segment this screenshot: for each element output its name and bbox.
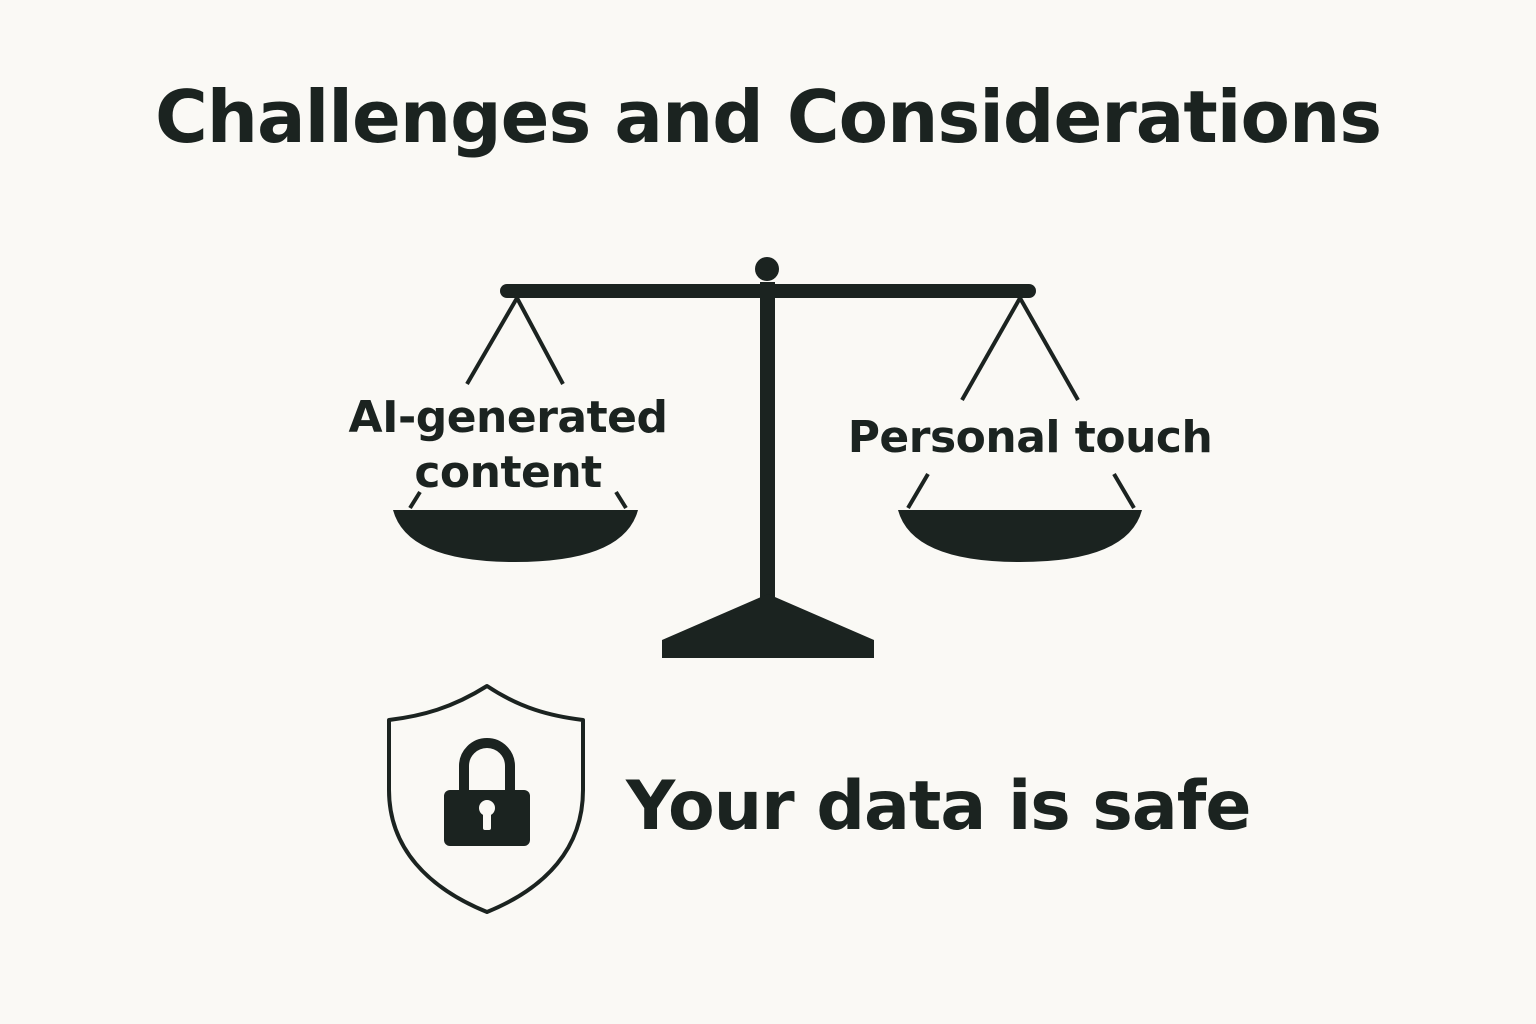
shield-icon: [387, 684, 585, 914]
security-text: Your data is safe: [626, 767, 1251, 846]
left-pan-label: AI-generated content: [348, 392, 668, 498]
right-pan-strings: [906, 297, 1136, 510]
page-title: Challenges and Considerations: [154, 75, 1382, 159]
right-pan: [898, 510, 1142, 562]
padlock-icon: [444, 738, 530, 846]
right-pan-label: Personal touch: [847, 412, 1213, 463]
left-pan-strings: [408, 296, 628, 510]
balance-scale-icon: [393, 257, 1142, 658]
shield-lock-icon: [387, 684, 585, 914]
left-pan: [393, 510, 638, 562]
